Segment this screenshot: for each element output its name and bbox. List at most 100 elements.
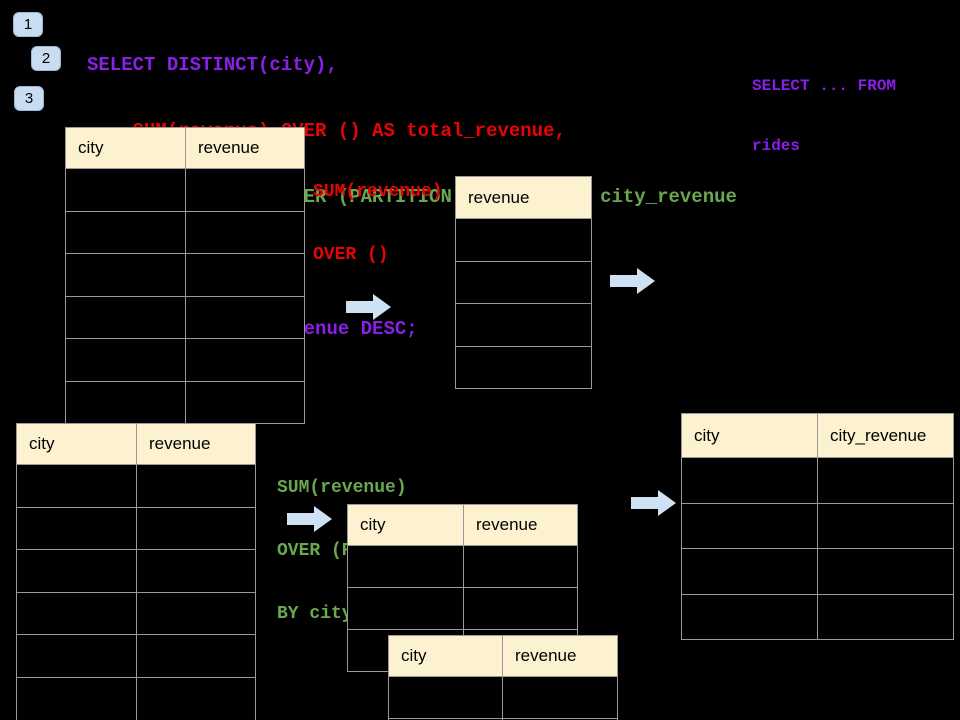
header-row: city revenue xyxy=(65,127,305,169)
table-city-revenue-result: city city_revenue xyxy=(681,413,954,640)
table-total-revenue: revenue xyxy=(455,176,592,389)
empty-cell xyxy=(136,591,256,636)
empty-cell xyxy=(136,464,256,508)
table-row xyxy=(65,338,305,382)
empty-cell xyxy=(16,464,137,508)
empty-cell xyxy=(65,380,186,424)
empty-cell xyxy=(817,457,954,504)
arrow-right-icon xyxy=(631,490,676,516)
empty-cell xyxy=(136,634,256,678)
table-row xyxy=(16,634,256,678)
table-row xyxy=(65,253,305,297)
empty-cell xyxy=(455,345,592,389)
empty-cell xyxy=(185,253,305,297)
header-cell-city: city xyxy=(681,413,818,458)
header-row: city city_revenue xyxy=(681,413,954,458)
table-row xyxy=(681,457,954,504)
header-cell-revenue: revenue xyxy=(463,504,578,546)
header-cell-revenue: revenue xyxy=(136,423,256,465)
table-partition-front: city revenue xyxy=(388,635,618,720)
table-row xyxy=(65,295,305,339)
header-cell-city: city xyxy=(16,423,137,465)
arrow-right-icon xyxy=(346,294,391,320)
empty-cell xyxy=(502,676,618,719)
empty-cell xyxy=(347,545,464,588)
empty-cell xyxy=(463,545,578,588)
step-badge-2-label: 2 xyxy=(41,50,51,67)
table-row xyxy=(388,676,618,719)
header-cell-city: city xyxy=(347,504,464,546)
header-cell-revenue: revenue xyxy=(185,127,305,169)
table-row xyxy=(65,380,305,424)
empty-cell xyxy=(136,506,256,551)
empty-cell xyxy=(185,380,305,424)
table-row xyxy=(455,218,592,262)
step-badge-2: 2 xyxy=(31,46,61,71)
empty-cell xyxy=(185,168,305,212)
empty-cell xyxy=(65,253,186,297)
total-window-label: SUM(revenue) OVER () xyxy=(313,140,443,308)
table-row xyxy=(347,587,578,630)
arrow-right-icon xyxy=(287,506,332,532)
step-badge-3-label: 3 xyxy=(24,90,34,107)
total-window-label-line-2: OVER () xyxy=(313,245,389,265)
table-row xyxy=(681,593,954,640)
header-cell-revenue: revenue xyxy=(502,635,618,677)
empty-cell xyxy=(65,210,186,254)
side-note-line-1: SELECT ... FROM xyxy=(752,77,897,95)
empty-cell xyxy=(185,295,305,339)
empty-cell xyxy=(817,548,954,595)
header-row: city revenue xyxy=(388,635,618,677)
empty-cell xyxy=(185,338,305,382)
side-note-code: SELECT ... FROM rides xyxy=(752,36,896,196)
empty-cell xyxy=(817,502,954,549)
empty-cell xyxy=(502,718,618,720)
table-row xyxy=(455,345,592,389)
arrow-right-icon xyxy=(610,268,655,294)
table-row xyxy=(16,676,256,720)
table-row xyxy=(16,506,256,551)
table-rides-source-bottom: city revenue xyxy=(16,423,256,720)
empty-cell xyxy=(455,218,592,262)
empty-cell xyxy=(455,303,592,347)
empty-cell xyxy=(65,168,186,212)
empty-cell xyxy=(16,591,137,636)
empty-cell xyxy=(136,676,256,720)
table-row xyxy=(16,591,256,636)
empty-cell xyxy=(463,587,578,630)
empty-cell xyxy=(16,676,137,720)
table-row xyxy=(681,548,954,595)
header-cell-city-revenue: city_revenue xyxy=(817,413,954,458)
sql-line-select: SELECT DISTINCT(city), xyxy=(87,54,338,76)
header-row: city revenue xyxy=(347,504,578,546)
table-row xyxy=(681,502,954,549)
empty-cell xyxy=(65,295,186,339)
empty-cell xyxy=(16,506,137,551)
empty-cell xyxy=(136,549,256,593)
empty-cell xyxy=(185,210,305,254)
header-cell-revenue: revenue xyxy=(455,176,592,219)
table-row xyxy=(65,210,305,254)
empty-cell xyxy=(388,676,503,719)
table-row xyxy=(16,549,256,593)
header-row: revenue xyxy=(455,176,592,219)
empty-cell xyxy=(681,593,818,640)
table-row xyxy=(65,168,305,212)
table-row xyxy=(347,545,578,588)
empty-cell xyxy=(347,587,464,630)
header-cell-city: city xyxy=(65,127,186,169)
empty-cell xyxy=(16,634,137,678)
table-row xyxy=(388,718,618,720)
empty-cell xyxy=(455,260,592,304)
table-rides-source-top: city revenue xyxy=(65,127,305,424)
empty-cell xyxy=(817,593,954,640)
step-badge-1-label: 1 xyxy=(23,16,33,33)
table-row xyxy=(455,260,592,304)
table-row xyxy=(16,464,256,508)
empty-cell xyxy=(681,502,818,549)
empty-cell xyxy=(65,338,186,382)
empty-cell xyxy=(681,457,818,504)
empty-cell xyxy=(681,548,818,595)
header-cell-city: city xyxy=(388,635,503,677)
